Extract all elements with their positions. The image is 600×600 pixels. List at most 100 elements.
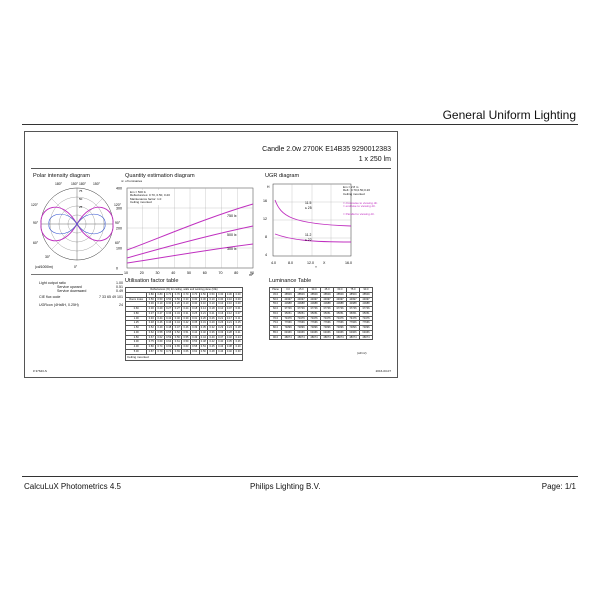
- polar-title: Polar intensity diagram: [33, 173, 90, 179]
- polar-unit-label: (cd/1000lm): [35, 265, 53, 269]
- quantity-y-label: nr. of luminaires: [121, 179, 143, 183]
- utilisation-cell: 0.40: [224, 348, 235, 355]
- ugr-y-tick: 8: [265, 235, 267, 239]
- utilisation-cell: 0.56: [198, 348, 209, 355]
- luminance-cell: 48074: [333, 334, 347, 341]
- polar-angle-label: 60°: [115, 241, 121, 245]
- product-name: Candle 2.0w 2700K E14B35 9290012383: [262, 146, 391, 153]
- quantity-x-tick: 80: [234, 271, 238, 275]
- footer-divider: [22, 476, 578, 477]
- ugr-curve-endwise: [274, 233, 352, 243]
- footer-company: Philips Lighting B.V.: [250, 482, 321, 491]
- series-label: 300 lx: [227, 247, 237, 251]
- ugr-x-tick: 12.0: [307, 261, 314, 265]
- quantity-series-750: [126, 203, 254, 251]
- header-divider: [22, 124, 578, 125]
- ugr-left-letter: H: [267, 185, 270, 189]
- sheet-divider: [31, 168, 391, 169]
- utilisation-title: Utilisation factor table: [125, 278, 179, 284]
- utilisation-cell: 0.62: [189, 348, 200, 355]
- ugr-title: UGR diagram: [265, 173, 300, 179]
- ugr-x-tick: 16.0: [345, 261, 352, 265]
- utilisation-cell: 0.69: [172, 348, 183, 355]
- footer-software: CalcuLuX Photometrics 4.5: [24, 482, 121, 491]
- luminance-cell: 48074: [320, 334, 334, 341]
- sheet-date: 2016-03-07: [375, 369, 391, 373]
- ugr-y-tick: 12: [263, 217, 267, 221]
- utilisation-cell: 0.46: [215, 348, 226, 355]
- utilisation-table: Reflectances (%) for ceiling, walls and …: [124, 287, 243, 361]
- polar-divider: [31, 274, 123, 275]
- polar-angle-label: 120°: [114, 203, 122, 207]
- ugr-x-tick: 4.0: [271, 261, 276, 265]
- utilisation-cell: 0.66: [181, 348, 191, 355]
- quantity-title: Quantity estimation diagram: [125, 173, 195, 179]
- luminance-cell: 48074: [358, 334, 374, 341]
- page-title: General Uniform Lighting: [442, 108, 576, 122]
- ugr-value: 11.2: [305, 233, 311, 237]
- luminance-cell: 48074: [294, 334, 309, 341]
- quantity-params: Em = 500 lx Reflectances: 0.70, 0.50, 0.…: [129, 190, 171, 206]
- photometric-sheet: Candle 2.0w 2700K E14B35 9290012383 1 x …: [24, 131, 398, 378]
- utilisation-cell: 0.30: [233, 348, 243, 355]
- quantity-x-unit: m²: [249, 273, 254, 277]
- footer-page: Page: 1/1: [541, 482, 576, 491]
- quantity-x-tick: 50: [187, 271, 191, 275]
- ugr-params: Em = 2.8 m Refl.: 0.70,0.50,0.20 Ceiling…: [343, 185, 378, 217]
- quantity-x-tick: 20: [140, 271, 144, 275]
- quantity-x-tick: 40: [171, 271, 175, 275]
- polar-angle-label: 150°: [71, 182, 79, 186]
- ugr-y-tick: 16: [263, 199, 267, 203]
- ugr-value: ≤ 25: [305, 206, 312, 210]
- series-label: 750 lx: [227, 214, 237, 218]
- luminance-cell: 48074: [307, 334, 322, 341]
- polar-angle-label: 150°: [93, 182, 101, 186]
- luminance-title: Luminance Table: [269, 278, 312, 284]
- luminance-cell: 48074: [281, 334, 296, 341]
- sheet-code: # 37643-S: [33, 369, 47, 373]
- utilisation-footer: Ceiling mounted: [125, 354, 243, 361]
- utilisation-cell: 0.87: [146, 348, 157, 355]
- ugr-x-letter: X: [323, 261, 326, 265]
- polar-ring-label: 25: [79, 205, 83, 209]
- polar-ring-label: 50: [79, 197, 83, 201]
- ugr-value: 11.5: [305, 201, 311, 205]
- ugr-y-letter: Y: [315, 265, 317, 269]
- quantity-x-tick: 70: [219, 271, 223, 275]
- luminance-unit: (cd/m²): [357, 351, 367, 355]
- lor-row: UGRcon (4Hx8H, 0.25H)24: [39, 302, 123, 307]
- quantity-y-tick: 400: [116, 187, 122, 191]
- polar-angle-label: 60°: [33, 241, 39, 245]
- quantity-series-300: [126, 243, 254, 264]
- luminance-cell: 90.0: [268, 334, 283, 341]
- quantity-y-tick: 0: [116, 267, 118, 271]
- polar-angle-label: 180°: [79, 182, 87, 186]
- quantity-x-tick: 90: [250, 271, 254, 275]
- ugr-x-tick: 8.0: [288, 261, 293, 265]
- utilisation-cell: 0.79: [155, 348, 165, 355]
- polar-angle-label: 90°: [115, 221, 121, 225]
- ugr-chart: 16 12 8 4 H 4.0 8.0 12.0 16.0 X Y 11.5 ≤…: [263, 183, 352, 269]
- polar-angle-label: 30°: [45, 255, 51, 259]
- quantity-series-500: [126, 225, 254, 259]
- polar-diagram: 180° 150° 180° 150° 120° 90° 60° 30° 120…: [31, 182, 122, 269]
- utilisation-cell: 5.00: [124, 348, 148, 355]
- ugr-curve-crosswise: [274, 199, 352, 227]
- polar-zero-label: 0°: [74, 265, 78, 269]
- product-lamp: 1 x 250 lm: [358, 156, 391, 163]
- ugr-value: ≤ 22: [305, 238, 312, 242]
- ugr-y-tick: 4: [265, 253, 267, 257]
